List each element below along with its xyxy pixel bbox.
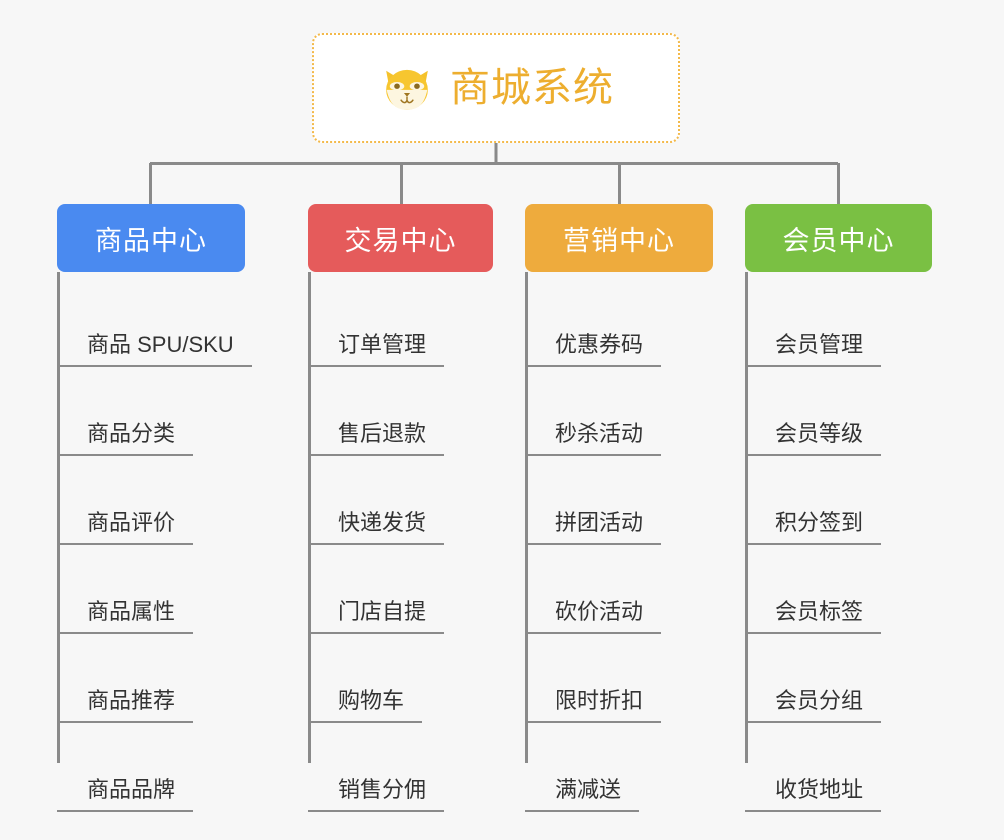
branch-spine — [745, 272, 748, 763]
list-item[interactable]: 满减送 — [525, 723, 713, 812]
leaf-label: 商品评价 — [57, 511, 194, 545]
shiba-dog-face-icon — [386, 69, 428, 110]
leaf-label: 售后退款 — [308, 422, 445, 456]
leaf-label: 满减送 — [525, 778, 640, 812]
branch-items-trade: 订单管理 售后退款 快递发货 门店自提 购物车 销售分佣 — [308, 272, 493, 812]
branch-spine — [57, 272, 60, 763]
list-item[interactable]: 秒杀活动 — [525, 367, 713, 456]
list-item[interactable]: 限时折扣 — [525, 634, 713, 723]
leaf-label: 商品推荐 — [57, 689, 194, 723]
list-item[interactable]: 砍价活动 — [525, 545, 713, 634]
root-node[interactable]: 商城系统 — [312, 33, 680, 143]
list-item[interactable]: 商品评价 — [57, 456, 252, 545]
branch-items-product: 商品 SPU/SKU 商品分类 商品评价 商品属性 商品推荐 商品品牌 — [57, 272, 252, 812]
list-item[interactable]: 积分签到 — [745, 456, 932, 545]
leaf-label: 积分签到 — [745, 511, 882, 545]
branch-header-member[interactable]: 会员中心 — [745, 204, 932, 272]
list-item[interactable]: 会员等级 — [745, 367, 932, 456]
list-item[interactable]: 商品 SPU/SKU — [57, 278, 252, 367]
list-item[interactable]: 快递发货 — [308, 456, 493, 545]
list-item[interactable]: 门店自提 — [308, 545, 493, 634]
leaf-label: 会员标签 — [745, 600, 882, 634]
leaf-label: 会员管理 — [745, 333, 882, 367]
list-item[interactable]: 销售分佣 — [308, 723, 493, 812]
leaf-label: 会员分组 — [745, 689, 882, 723]
leaf-label: 会员等级 — [745, 422, 882, 456]
branch-header-label: 会员中心 — [782, 225, 895, 256]
list-item[interactable]: 收货地址 — [745, 723, 932, 812]
leaf-label: 商品分类 — [57, 422, 194, 456]
list-item[interactable]: 优惠券码 — [525, 278, 713, 367]
branch-spine — [308, 272, 311, 763]
branch-column-member: 会员中心 会员管理 会员等级 积分签到 会员标签 会员分组 — [745, 204, 932, 812]
leaf-label: 商品属性 — [57, 600, 194, 634]
branch-header-label: 商品中心 — [95, 225, 207, 256]
list-item[interactable]: 商品推荐 — [57, 634, 252, 723]
leaf-label: 订单管理 — [308, 333, 445, 367]
leaf-label: 收货地址 — [745, 778, 882, 812]
list-item[interactable]: 会员管理 — [745, 278, 932, 367]
branch-column-marketing: 营销中心 优惠券码 秒杀活动 拼团活动 砍价活动 限时折扣 — [525, 204, 713, 812]
branch-items-member: 会员管理 会员等级 积分签到 会员标签 会员分组 收货地址 — [745, 272, 932, 812]
branch-header-product[interactable]: 商品中心 — [57, 204, 245, 272]
branch-items-marketing: 优惠券码 秒杀活动 拼团活动 砍价活动 限时折扣 满减送 — [525, 272, 713, 812]
branch-column-product: 商品中心 商品 SPU/SKU 商品分类 商品评价 商品属性 商品推荐 — [57, 204, 252, 812]
list-item[interactable]: 会员分组 — [745, 634, 932, 723]
list-item[interactable]: 订单管理 — [308, 278, 493, 367]
root-title: 商城系统 — [450, 66, 614, 110]
list-item[interactable]: 拼团活动 — [525, 456, 713, 545]
branch-header-label: 营销中心 — [563, 225, 675, 256]
leaf-label: 优惠券码 — [525, 333, 662, 367]
branch-header-marketing[interactable]: 营销中心 — [525, 204, 713, 272]
leaf-label: 砍价活动 — [525, 600, 662, 634]
list-item[interactable]: 售后退款 — [308, 367, 493, 456]
list-item[interactable]: 购物车 — [308, 634, 493, 723]
list-item[interactable]: 商品分类 — [57, 367, 252, 456]
leaf-label: 商品 SPU/SKU — [57, 333, 252, 367]
branch-spine — [525, 272, 528, 763]
leaf-label: 销售分佣 — [308, 778, 445, 812]
branch-header-trade[interactable]: 交易中心 — [308, 204, 493, 272]
list-item[interactable]: 商品属性 — [57, 545, 252, 634]
leaf-label: 门店自提 — [308, 600, 445, 634]
leaf-label: 购物车 — [308, 689, 423, 723]
list-item[interactable]: 会员标签 — [745, 545, 932, 634]
branch-column-trade: 交易中心 订单管理 售后退款 快递发货 门店自提 购物车 — [308, 204, 493, 812]
list-item[interactable]: 商品品牌 — [57, 723, 252, 812]
leaf-label: 秒杀活动 — [525, 422, 662, 456]
branch-header-label: 交易中心 — [344, 225, 457, 256]
leaf-label: 限时折扣 — [525, 689, 662, 723]
leaf-label: 拼团活动 — [525, 511, 662, 545]
root-node-content: 商城系统 — [378, 59, 614, 117]
leaf-label: 快递发货 — [308, 511, 445, 545]
leaf-label: 商品品牌 — [57, 778, 194, 812]
